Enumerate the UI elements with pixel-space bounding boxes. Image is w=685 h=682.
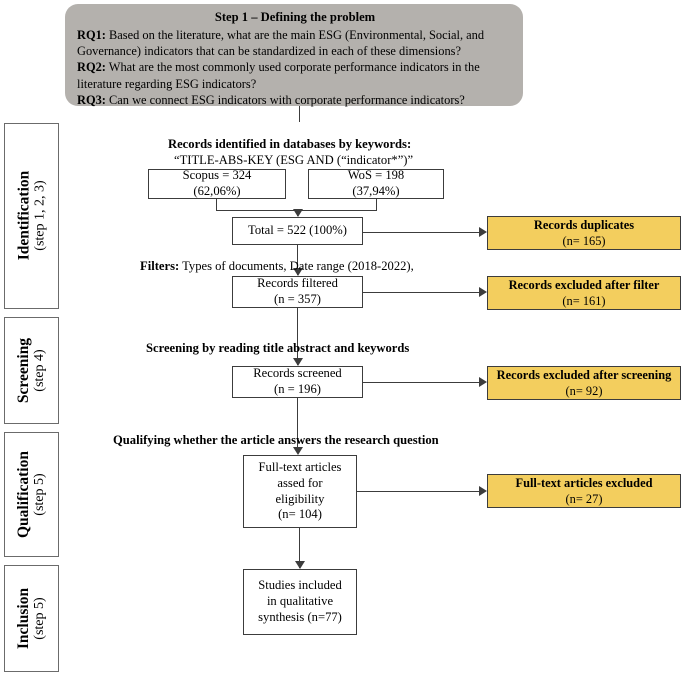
- arrow-into-studies-included: [295, 561, 305, 569]
- rq3-tag: RQ3:: [77, 93, 106, 108]
- caption-records-identified: Records identified in databases by keywo…: [168, 137, 412, 151]
- connector-wos-down: [376, 199, 377, 210]
- connector-total-down: [297, 245, 298, 275]
- box-records-filtered: Records filtered (n = 357): [232, 276, 363, 308]
- connector-screened-to-excluded: [363, 382, 480, 383]
- arrow-into-fulltext: [293, 447, 303, 455]
- fulltext-line4: (n= 104): [278, 507, 322, 522]
- fulltext-excluded-title: Full-text articles excluded: [515, 475, 653, 490]
- connector-scopus-down: [216, 199, 217, 210]
- rq-line-3: RQ2: What are the most commonly used cor…: [77, 59, 513, 75]
- fulltext-excluded-count: (n= 27): [565, 492, 603, 506]
- arrow-into-total: [293, 209, 303, 217]
- total-line1: Total = 522 (100%): [248, 223, 347, 238]
- box-scopus: Scopus = 324 (62,06%): [148, 168, 286, 199]
- stage-screening-name: Screening: [14, 337, 32, 404]
- box-fulltext-assessed: Full-text articles assed for eligibility…: [243, 455, 357, 528]
- after-screening-count: (n= 92): [565, 384, 603, 398]
- stage-qualification-step: (step 5): [32, 473, 48, 516]
- fulltext-line3: eligibility: [275, 491, 325, 506]
- connector-filtered-down: [297, 308, 298, 365]
- records-screened-line1: Records screened: [253, 366, 342, 381]
- studies-line2: in qualitative: [266, 594, 334, 609]
- caption-screening-note: Screening by reading title abstract and …: [146, 341, 410, 355]
- stage-identification-name: Identification: [14, 171, 32, 261]
- stage-inclusion-step: (step 5): [32, 597, 48, 640]
- filters-label: Filters:: [140, 259, 180, 273]
- stage-identification-step: (step 1, 2, 3): [32, 180, 48, 252]
- rq-line-5: RQ3: Can we connect ESG indicators with …: [77, 92, 513, 108]
- records-filtered-line1: Records filtered: [257, 276, 338, 291]
- arrow-into-excluded-after-filter: [479, 287, 487, 297]
- records-screened-line2: (n = 196): [274, 382, 321, 396]
- box-fulltext-excluded: Full-text articles excluded (n= 27): [487, 474, 681, 508]
- research-question-box: Step 1 – Defining the problem RQ1: Based…: [65, 4, 523, 108]
- connector-fulltext-down: [299, 528, 300, 568]
- rq2-tag: RQ2:: [77, 60, 106, 75]
- box-wos: WoS = 198 (37,94%): [308, 168, 444, 199]
- connector-fulltext-to-excluded: [357, 491, 480, 492]
- box-studies-included: Studies included in qualitative synthesi…: [243, 569, 357, 635]
- stage-screening-step: (step 4): [32, 349, 48, 392]
- after-filter-count: (n= 161): [562, 294, 606, 308]
- box-excluded-after-screening: Records excluded after screening (n= 92): [487, 366, 681, 400]
- stage-label-qualification: Qualification (step 5): [4, 432, 59, 557]
- connector-total-to-duplicates: [363, 232, 480, 233]
- duplicates-title: Records duplicates: [533, 217, 635, 232]
- arrow-into-duplicates: [479, 227, 487, 237]
- rq-box-title: Step 1 – Defining the problem: [214, 10, 376, 24]
- rq-line-4: literature regarding ESG indicators?: [77, 76, 513, 92]
- rq1-tag: RQ1:: [77, 27, 106, 42]
- arrow-into-fulltext-excluded: [479, 486, 487, 496]
- after-filter-title: Records excluded after filter: [508, 277, 660, 292]
- fulltext-line2: assed for: [277, 475, 323, 490]
- stage-inclusion-name: Inclusion: [14, 587, 32, 650]
- arrow-into-records-filtered: [293, 268, 303, 276]
- stage-label-inclusion: Inclusion (step 5): [4, 565, 59, 672]
- box-total: Total = 522 (100%): [232, 217, 363, 245]
- rq2-text: What are the most commonly used corporat…: [105, 60, 480, 75]
- studies-line3: synthesis (n=77): [258, 609, 342, 624]
- caption-query-string: “TITLE-ABS-KEY (ESG AND (“indicator*”)”: [174, 153, 414, 167]
- box-records-duplicates: Records duplicates (n= 165): [487, 216, 681, 250]
- stage-label-screening: Screening (step 4): [4, 317, 59, 424]
- rq1-text-cont: Governance) indicators that can be stand…: [77, 43, 461, 58]
- connector-screened-down: [297, 398, 298, 452]
- stage-label-identification: Identification (step 1, 2, 3): [4, 123, 59, 309]
- rq3-text: Can we connect ESG indicators with corpo…: [105, 93, 465, 108]
- studies-line1: Studies included: [258, 578, 342, 593]
- connector-rq-to-identification: [299, 106, 300, 122]
- wos-line1: WoS = 198: [347, 168, 405, 183]
- wos-line2: (37,94%): [352, 184, 400, 198]
- after-screening-title: Records excluded after screening: [496, 367, 672, 382]
- rq-line-2: Governance) indicators that can be stand…: [77, 43, 513, 59]
- scopus-line1: Scopus = 324: [182, 168, 252, 183]
- connector-filtered-to-excluded: [363, 292, 480, 293]
- stage-qualification-name: Qualification: [14, 451, 32, 538]
- caption-filters: Filters: Types of documents, Date range …: [140, 258, 414, 274]
- records-filtered-line2: (n = 357): [274, 292, 321, 306]
- box-excluded-after-filter: Records excluded after filter (n= 161): [487, 276, 681, 310]
- rq2-text-cont: literature regarding ESG indicators?: [77, 76, 257, 91]
- arrow-into-records-screened: [293, 358, 303, 366]
- duplicates-count: (n= 165): [562, 234, 606, 248]
- filters-text: Types of documents, Date range (2018-202…: [179, 259, 414, 273]
- caption-qualifying-note: Qualifying whether the article answers t…: [113, 433, 439, 447]
- rq-line-1: RQ1: Based on the literature, what are t…: [77, 27, 513, 43]
- box-records-screened: Records screened (n = 196): [232, 366, 363, 398]
- fulltext-line1: Full-text articles: [258, 460, 342, 475]
- scopus-line2: (62,06%): [193, 184, 241, 198]
- arrow-into-excluded-after-screening: [479, 377, 487, 387]
- rq1-text: Based on the literature, what are the ma…: [105, 27, 485, 42]
